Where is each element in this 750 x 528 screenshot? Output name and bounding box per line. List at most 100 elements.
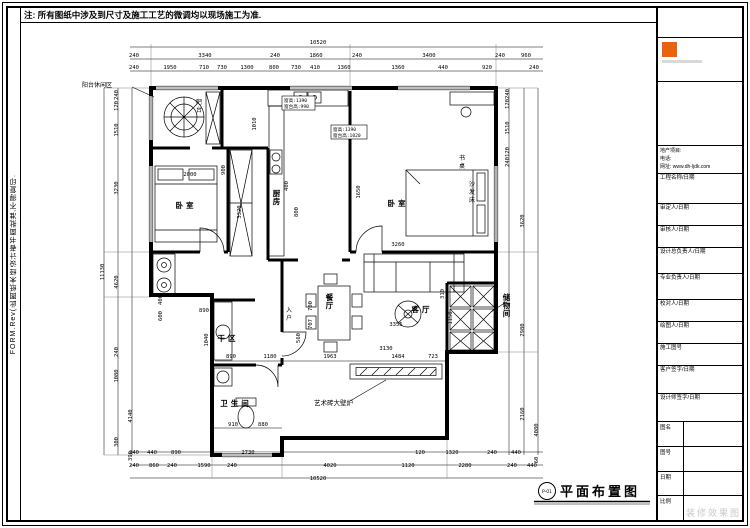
desk (449, 91, 495, 118)
inner-border (6, 6, 744, 522)
dim-label: 440 (147, 450, 157, 456)
floor-plan-svg: P-01 平面布置图 10520240334024018602403400240… (82, 40, 650, 505)
dim-label: 800 (269, 65, 279, 71)
footer-row-drawing-name: 图名 (658, 422, 742, 447)
copyright-note: FORM.Rev(此图纸未经设计者书面批准,不得复印. (10, 173, 17, 355)
dim-label: 1120 (401, 463, 414, 469)
label-sofa-bed: 沙发床 (469, 181, 475, 204)
dim-label: 120 (114, 101, 120, 111)
dining-set (305, 273, 363, 353)
label-desk: 书桌 (459, 154, 465, 170)
contact-line-phone: 电话: (660, 156, 672, 162)
dim-label: 240 (495, 53, 505, 59)
dim-label: 700 (308, 301, 314, 311)
dim-label: 240 (129, 53, 139, 59)
title-block: 地产项目: 电话: 网址: www.dh-ljdk.com 工程名称/日期 审定… (656, 8, 742, 520)
room-label-bedroom-right: 卧室 (388, 198, 409, 208)
sheet-stamp: P-01 平面布置图 (534, 482, 650, 505)
sofa (363, 253, 465, 293)
storage-wardrobe (449, 285, 495, 351)
dim-label: 4020 (323, 463, 336, 469)
dim-label: 1360 (337, 65, 350, 71)
kitchen-counter (267, 89, 349, 257)
furniture (152, 89, 495, 429)
annotation-boxes (281, 95, 368, 140)
room-label-bedroom-left: 卧室 (176, 200, 197, 210)
balcony-chair (163, 96, 205, 138)
dim-label: 390 (128, 451, 134, 461)
washing-machines (152, 253, 176, 297)
dim-label: 2280 (458, 463, 471, 469)
footer-row-date: 日期 (658, 471, 742, 497)
title-block-empty-top (658, 8, 742, 38)
dim-label: 240 (227, 463, 237, 469)
dim-label: 920 (482, 65, 492, 71)
dim-label: 1963 (323, 354, 336, 360)
dim-label: 240 (114, 347, 120, 357)
windows (148, 85, 499, 458)
dim-label: 960 (521, 53, 531, 59)
dim-label: 1510 (114, 123, 120, 136)
dim-label: 1150 (448, 311, 454, 324)
dim-label: 1040 (204, 333, 210, 346)
footer-row-drawing-number: 图号 (658, 446, 742, 472)
dim-label: 560 (296, 333, 302, 343)
dim-label: 240 (167, 463, 177, 469)
room-label-bathroom: 卫生间 (220, 398, 252, 408)
room-label-kitchen: 厨房 (273, 189, 284, 206)
dim-label: 2160 (520, 407, 526, 420)
extension-lines (104, 44, 538, 478)
field-project-name: 工程名称/日期 (658, 174, 742, 204)
label-bar-counter: 吧台 (196, 99, 202, 114)
dim-label: 730 (217, 65, 227, 71)
wall-openings (190, 145, 382, 368)
dim-label: 1650 (356, 185, 362, 198)
field-discipline-lead: 专业负责人/日期 (658, 274, 742, 300)
dim-label: 240 (129, 65, 139, 71)
dim-label: 440 (527, 463, 537, 469)
dim-label: 1360 (391, 65, 404, 71)
dim-label: 3400 (422, 53, 435, 59)
dim-label: 240 (507, 463, 517, 469)
dim-label: 3130 (379, 346, 392, 352)
dim-label: 3230 (114, 181, 120, 194)
dim-label: 890 (171, 450, 181, 456)
dim-label: 860 (149, 463, 159, 469)
dry-area-counter (213, 301, 233, 361)
dim-label: 240 (505, 157, 511, 167)
dim-label: 900 (221, 165, 227, 175)
dim-label: 707 (308, 319, 314, 329)
contact-line-website: 网址: www.dh-ljdk.com (660, 164, 711, 170)
tea-table (394, 300, 422, 328)
dim-label: 2980 (520, 323, 526, 336)
room-label-dining: 餐厅 (325, 292, 337, 310)
field-proofreader: 校对人/日期 (658, 300, 742, 322)
copyright-strip: FORM.Rev(此图纸未经设计者书面批准,不得复印. (8, 8, 20, 520)
dim-label: 240 (352, 53, 362, 59)
logo-caption-line (662, 60, 702, 63)
field-designer-signature: 设计师签字/日期 (658, 394, 742, 422)
dim-label: 240 (487, 450, 497, 456)
dim-label: 1860 (309, 53, 322, 59)
field-draftsman: 绘图人/日期 (658, 322, 742, 344)
field-client-signature: 客户签字/日期 (658, 366, 742, 394)
title-block-contact: 地产项目: 电话: 网址: www.dh-ljdk.com (658, 146, 742, 174)
dim-label: 3320 (237, 205, 243, 218)
dim-label: 400 (284, 181, 290, 191)
dim-label: 4620 (114, 275, 120, 288)
dim-label: 240 (114, 90, 120, 100)
dim-label: 1484 (391, 354, 405, 360)
room-label-storage: 储物间 (503, 292, 514, 318)
field-approver: 审定人/日期 (658, 204, 742, 226)
general-note: 注: 所有图纸中涉及到尺寸及施工工艺的微调均以现场施工为准. (21, 8, 656, 23)
site-watermark: 装修效果图 (685, 508, 741, 518)
field-checker: 审核人/日期 (658, 226, 742, 248)
room-label-balcony-leisure: 阳台休闲区 (82, 81, 112, 89)
dim-label: 723 (428, 354, 438, 360)
room-label-living: 客厅 (411, 304, 433, 314)
dim-label: 1010 (252, 117, 258, 130)
dim-label: 1180 (263, 354, 276, 360)
dim-label: 240 (270, 53, 280, 59)
window-note-1-line2: 窗台高:990 (284, 103, 309, 110)
dim-label: 910 (228, 422, 238, 428)
